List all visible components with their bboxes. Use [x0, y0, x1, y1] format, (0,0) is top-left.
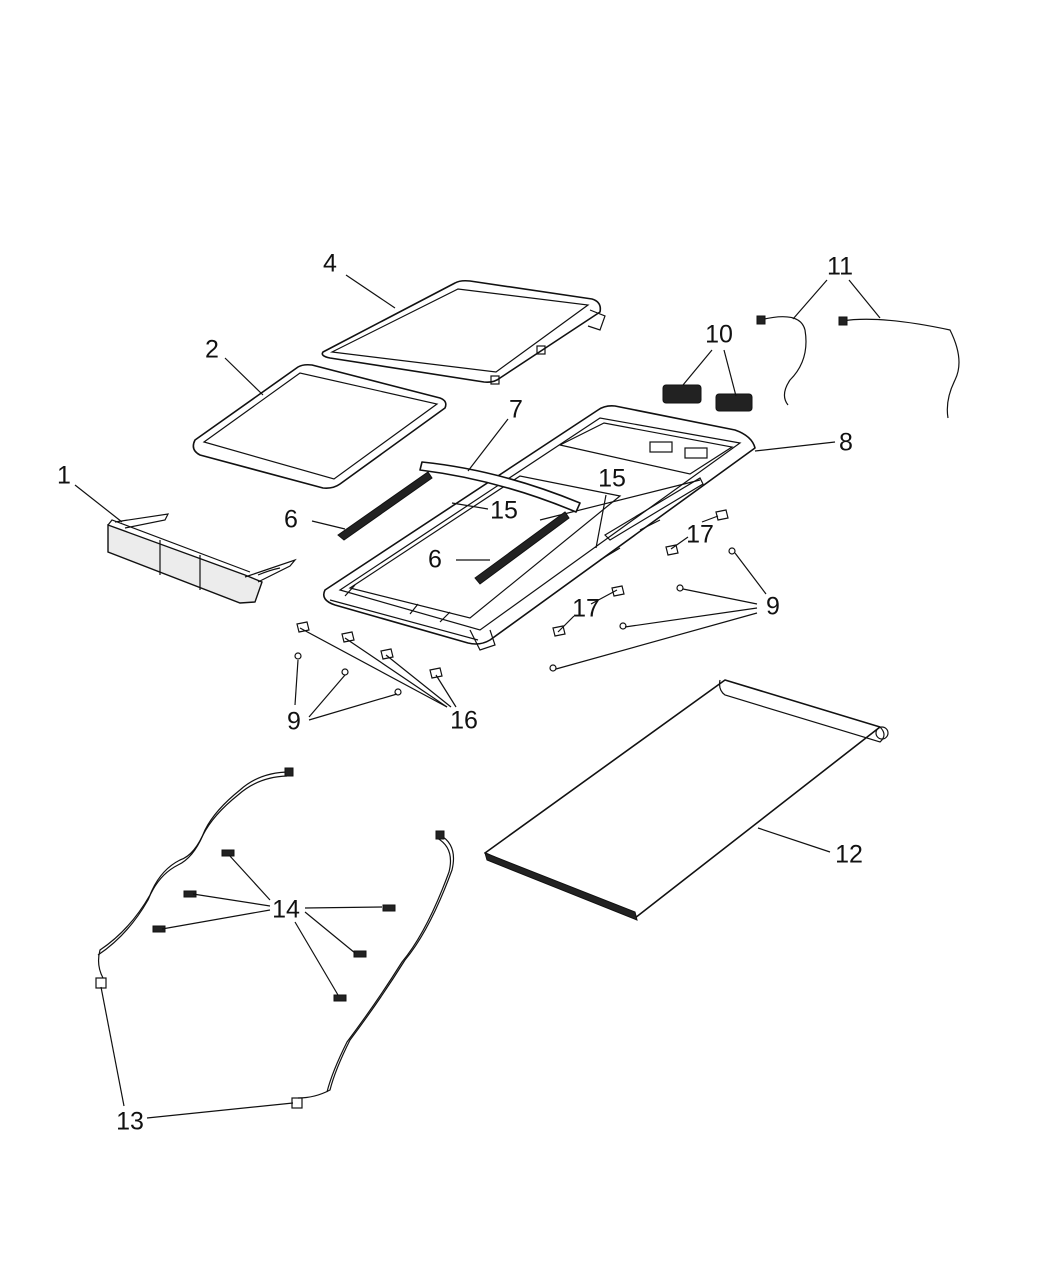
callout-16: 16	[450, 706, 478, 735]
drive-motors	[662, 384, 753, 412]
callout-14: 14	[272, 895, 300, 924]
cross-member	[419, 461, 581, 513]
callout-2: 2	[205, 335, 219, 364]
sunroof-frame	[322, 405, 756, 651]
guide-rail-inner	[604, 477, 704, 541]
callout-1: 1	[57, 461, 71, 490]
callout-15-left: 15	[490, 496, 518, 525]
pads	[296, 509, 729, 679]
callout-7: 7	[509, 395, 523, 424]
callout-9-left: 9	[287, 707, 301, 736]
callout-13: 13	[116, 1107, 144, 1136]
wire-harness-11	[756, 315, 960, 419]
drain-tubes	[95, 767, 455, 1109]
sun-shade	[484, 679, 889, 921]
guide-rail-left	[337, 471, 433, 541]
callout-4: 4	[323, 249, 337, 278]
wind-deflector	[107, 513, 297, 604]
callout-10: 10	[705, 320, 733, 349]
callout-6-right: 6	[428, 545, 442, 574]
tube-clips	[152, 849, 396, 1002]
guide-rail-right	[474, 511, 570, 585]
callout-17-lower: 17	[572, 594, 600, 623]
callout-12: 12	[835, 840, 863, 869]
callout-17-upper: 17	[686, 520, 714, 549]
callout-11: 11	[827, 252, 853, 281]
callout-15-right: 15	[598, 464, 626, 493]
callout-8: 8	[839, 428, 853, 457]
callout-6-left: 6	[284, 505, 298, 534]
rear-glass-panel	[321, 279, 606, 385]
callout-9-right: 9	[766, 592, 780, 621]
front-glass-panel	[192, 363, 447, 489]
leader-lines	[74, 274, 881, 1119]
fasteners	[294, 547, 736, 696]
